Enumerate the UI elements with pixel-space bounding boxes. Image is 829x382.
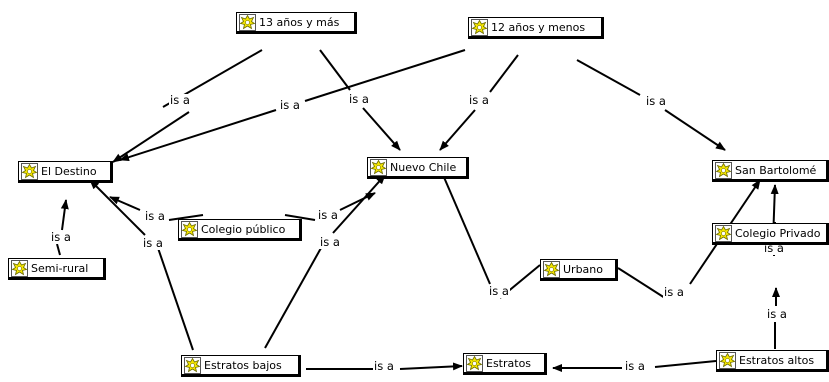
concept-node-12-anos-y-menos[interactable]: 12 años y menos — [468, 17, 604, 39]
link-label: is a — [142, 236, 164, 250]
link-13-to-label-2 — [319, 49, 351, 91]
link-label: is a — [169, 93, 191, 107]
concept-label: 12 años y menos — [491, 20, 586, 34]
concept-label: Estratos — [486, 356, 532, 370]
concept-node-nuevo-chile[interactable]: Nuevo Chile — [367, 157, 469, 179]
concept-resource-icon — [21, 162, 38, 180]
concept-label: Urbano — [563, 262, 603, 276]
concept-resource-icon — [715, 224, 732, 242]
concept-node-colegio-privado[interactable]: Colegio Privado — [712, 223, 829, 245]
link-label: is a — [319, 235, 341, 249]
concept-node-colegio-publico[interactable]: Colegio público — [178, 219, 302, 241]
concept-resource-icon — [543, 260, 560, 278]
link-label: is a — [50, 230, 72, 244]
link-label-to-nuevo-chile-3 — [339, 192, 376, 211]
link-label-to-san-bartolome — [664, 109, 726, 151]
link-urbano-to-label-2 — [617, 267, 666, 299]
link-label: is a — [663, 285, 685, 299]
link-label: is a — [488, 284, 510, 298]
concept-node-estratos[interactable]: Estratos — [463, 353, 547, 375]
concept-resource-icon — [181, 220, 198, 238]
link-label-to-estratos — [399, 362, 463, 371]
concept-resource-icon — [11, 259, 28, 277]
link-bajos-to-label — [157, 247, 194, 351]
link-label-to-nuevo-chile-4 — [332, 174, 386, 234]
link-publico-to-label — [168, 214, 204, 221]
link-label: is a — [373, 359, 395, 373]
link-label-to-el-destino-2 — [119, 109, 277, 162]
link-12-to-label-3 — [576, 59, 641, 96]
link-label: is a — [468, 93, 490, 107]
concept-node-semi-rural[interactable]: Semi-rural — [8, 258, 106, 280]
concept-label: Colegio público — [201, 222, 286, 236]
concept-node-estratos-altos[interactable]: Estratos altos — [716, 350, 829, 372]
concept-label: San Bartolomé — [735, 163, 817, 177]
concept-resource-icon — [715, 161, 732, 179]
link-publico-to-label-2 — [284, 214, 316, 221]
link-bajos-to-label-2 — [264, 247, 322, 349]
concept-resource-icon — [466, 354, 483, 372]
link-label-to-el-destino-3 — [109, 196, 141, 211]
link-altos-to-estratos-label — [654, 360, 717, 368]
link-12-to-label-2 — [489, 54, 519, 93]
concept-resource-icon — [239, 13, 256, 31]
concept-label: 13 años y más — [259, 15, 340, 29]
link-label: is a — [766, 307, 788, 321]
concept-label: El Destino — [41, 164, 97, 178]
concept-label: Estratos bajos — [204, 358, 282, 372]
concept-node-urbano[interactable]: Urbano — [540, 259, 618, 281]
link-label: is a — [645, 94, 667, 108]
link-label-to-el-destino-5 — [89, 179, 146, 236]
concept-resource-icon — [184, 356, 201, 374]
link-label-to-nuevo-chile-2 — [439, 109, 476, 151]
concept-label: Semi-rural — [31, 261, 89, 275]
link-label-to-nuevo-chile-5 — [439, 167, 491, 285]
link-label: is a — [279, 98, 301, 112]
concept-label: Estratos altos — [739, 353, 815, 367]
concept-resource-icon — [719, 351, 736, 369]
concept-node-san-bartolome[interactable]: San Bartolomé — [712, 160, 829, 182]
link-label: is a — [624, 359, 646, 373]
link-label: is a — [317, 208, 339, 222]
link-label: is a — [348, 92, 370, 106]
concept-resource-icon — [471, 18, 488, 36]
link-label: is a — [144, 209, 166, 223]
concept-node-el-destino[interactable]: El Destino — [18, 161, 113, 183]
link-label-to-nuevo-chile — [362, 107, 401, 151]
link-12-to-label — [304, 49, 466, 102]
concept-node-estratos-bajos[interactable]: Estratos bajos — [181, 355, 301, 377]
link-semi-to-label — [56, 243, 61, 256]
concept-node-13-anos-y-mas[interactable]: 13 años y más — [236, 12, 357, 34]
concept-label: Colegio Privado — [735, 226, 821, 240]
link-label-to-el-destino-4 — [60, 199, 69, 231]
concept-label: Nuevo Chile — [390, 160, 457, 174]
concept-resource-icon — [370, 158, 387, 176]
link-label-to-el-destino — [112, 111, 190, 163]
